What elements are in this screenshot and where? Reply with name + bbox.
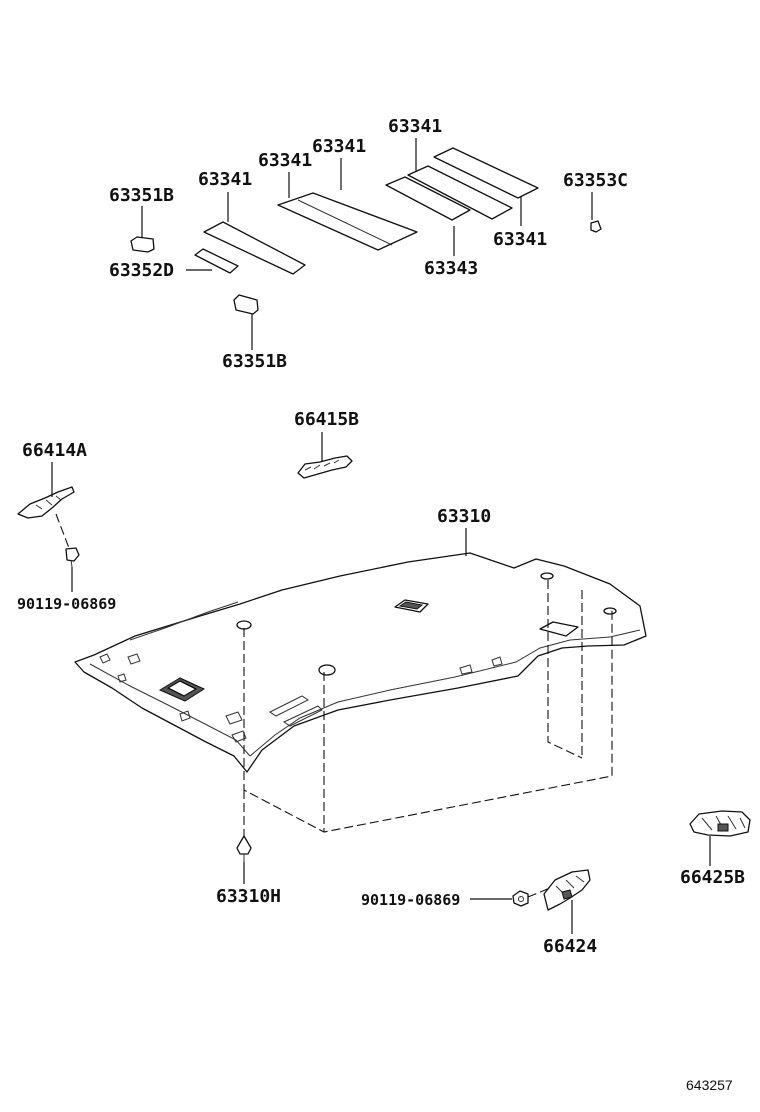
bracket-66425B <box>689 810 751 837</box>
bracket-66415B <box>297 455 353 479</box>
label-90119-06869-left: 90119-06869 <box>17 595 116 613</box>
pad-63341-front <box>203 221 306 275</box>
label-63351B-upper: 63351B <box>109 185 174 206</box>
clip-63310H <box>236 835 252 862</box>
label-63310: 63310 <box>437 506 491 527</box>
label-63341-front: 63341 <box>198 169 252 190</box>
label-66414A: 66414A <box>22 440 87 461</box>
label-63341-rear-right: 63341 <box>493 229 547 250</box>
label-63310H: 63310H <box>216 886 281 907</box>
label-63341-middle: 63341 <box>312 136 366 157</box>
label-66415B: 66415B <box>294 409 359 430</box>
label-66424: 66424 <box>543 936 597 957</box>
diagram-code: 643257 <box>686 1077 733 1093</box>
label-63341-middle-left: 63341 <box>258 150 312 171</box>
pad-63341-rear-middle <box>407 165 513 220</box>
label-90119-06869-bottom: 90119-06869 <box>361 891 460 909</box>
pad-63341-middle <box>277 192 418 251</box>
label-63343: 63343 <box>424 258 478 279</box>
headliner-63310 <box>74 552 647 773</box>
pad-63351B-lower <box>233 294 259 315</box>
screw-90119-left <box>65 547 80 568</box>
pad-63341-rear-lower <box>385 176 471 221</box>
pad-63341-rear-upper <box>433 147 539 199</box>
label-63353C: 63353C <box>563 170 628 191</box>
label-66425B: 66425B <box>680 867 745 888</box>
bracket-66414A <box>17 486 75 519</box>
label-63341-rear-top: 63341 <box>388 116 442 137</box>
clip-63353C <box>590 220 602 233</box>
label-63352D: 63352D <box>109 260 174 281</box>
bracket-66424 <box>543 869 591 911</box>
pad-63352D <box>194 248 239 274</box>
pad-63351B-upper <box>130 236 155 253</box>
label-63351B-lower: 63351B <box>222 351 287 372</box>
nut-90119-bottom <box>512 890 529 907</box>
